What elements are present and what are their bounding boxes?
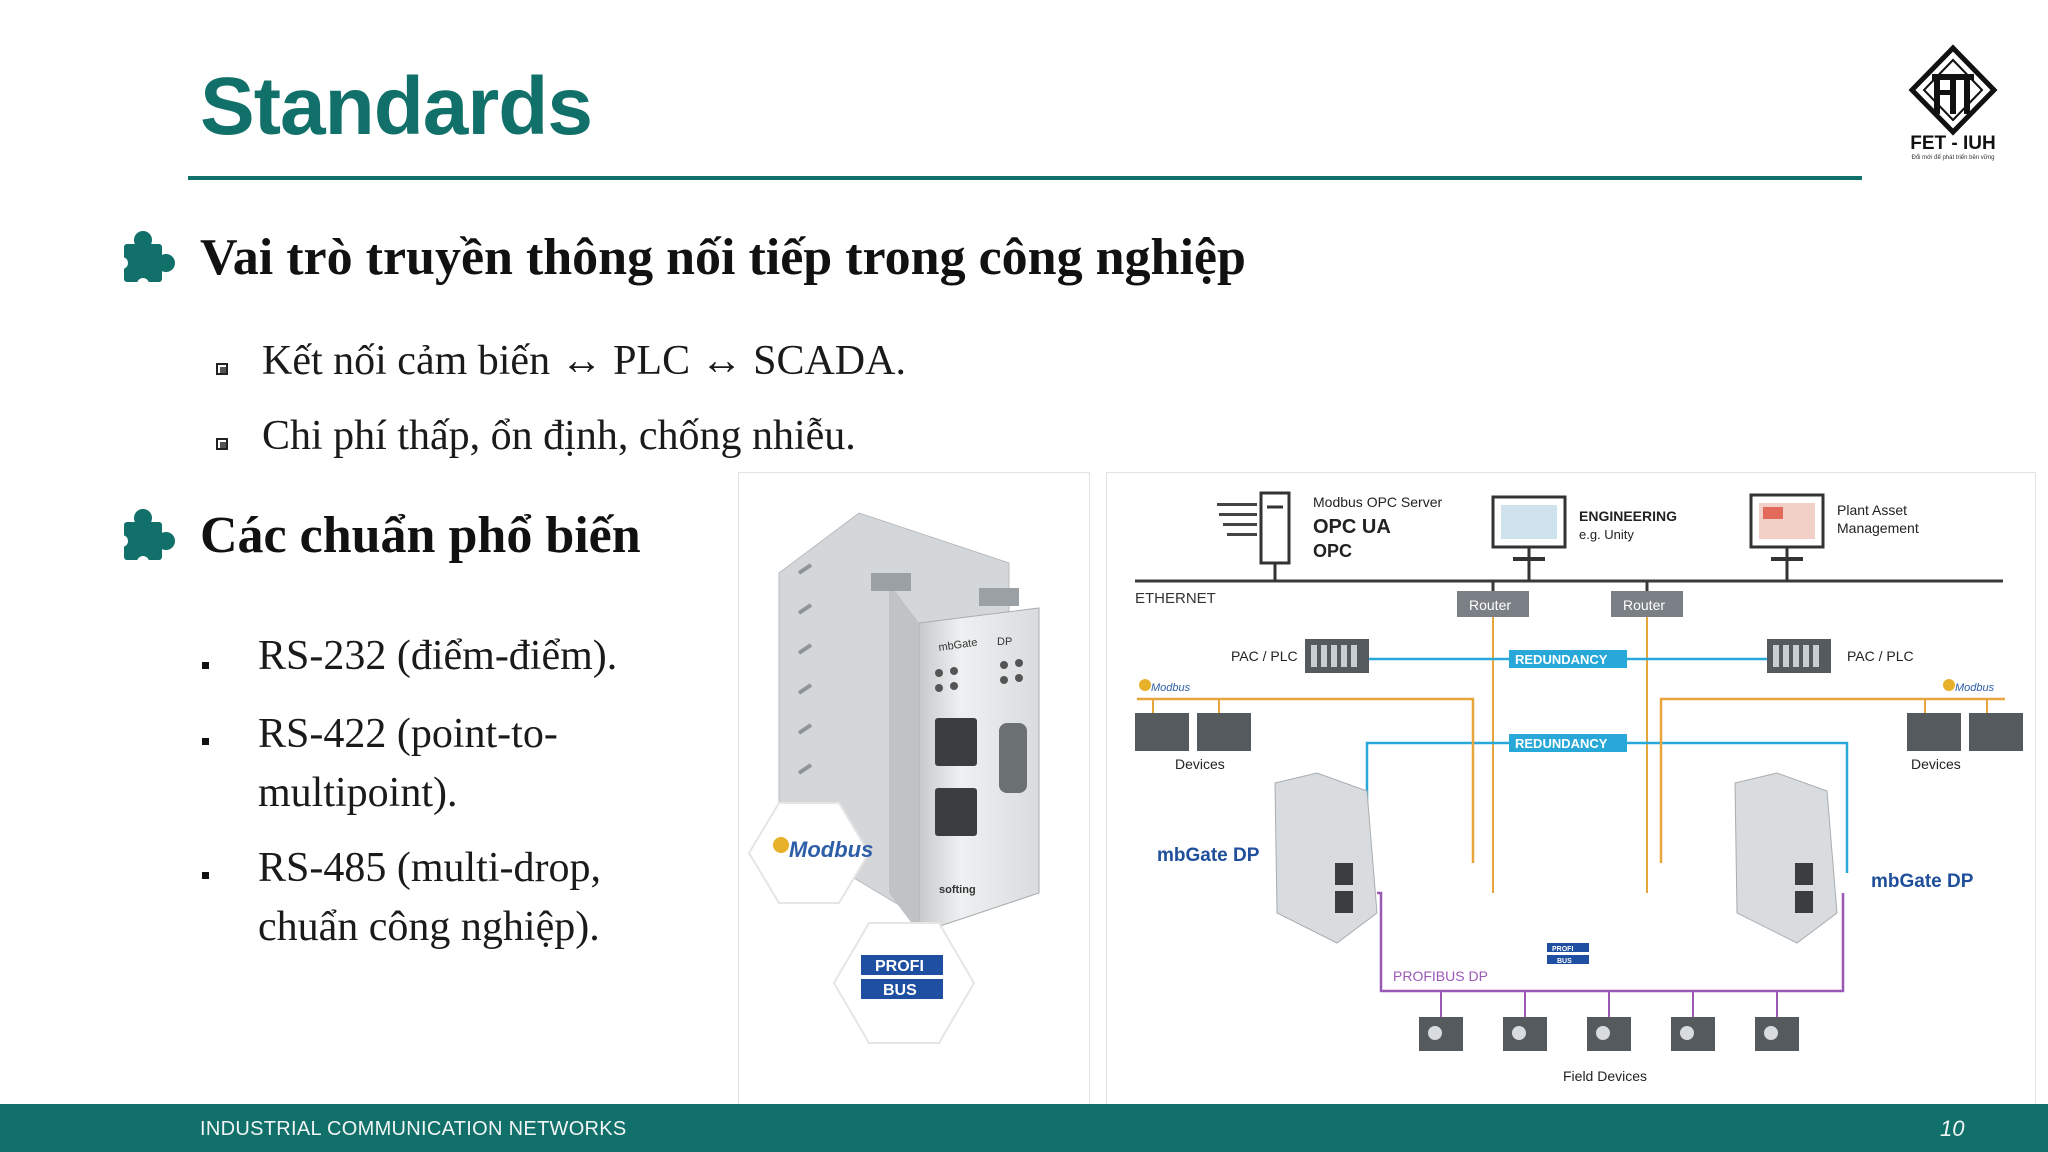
list-item-line: chuẩn công nghiệp). (258, 904, 600, 950)
modbus-label: Modbus (1151, 682, 1191, 694)
modbus-logo-text: Modbus (789, 837, 873, 862)
bullet-square-icon (216, 363, 228, 375)
bullet-square-icon (216, 438, 228, 450)
section-heading-1: Vai trò truyền thông nối tiếp trong công… (200, 229, 1246, 286)
device-brand: softing (939, 884, 976, 896)
page-number: 10 (1940, 1116, 1965, 1141)
server-sub: OPC (1313, 541, 1352, 561)
footer-course-title: INDUSTRIAL COMMUNICATION NETWORKS (200, 1118, 627, 1140)
redundancy-label: REDUNDANCY (1515, 652, 1608, 667)
router-label: Router (1623, 597, 1665, 613)
list-item: Kết nối cảm biến ↔ PLC ↔ SCADA. (262, 338, 906, 384)
server-sub: e.g. Unity (1579, 527, 1634, 542)
profibus-label: PROFIBUS DP (1393, 968, 1488, 984)
list-item: RS-422 (point-to- multipoint). (258, 705, 678, 823)
device-label: DP (997, 636, 1012, 648)
profibus-logo-text: BUS (1557, 958, 1572, 965)
gateway-device-icon (1734, 772, 1838, 944)
puzzle-piece-icon (116, 231, 175, 290)
puzzle-piece-icon (116, 509, 175, 568)
footer-bar: INDUSTRIAL COMMUNICATION NETWORKS 10 (0, 1104, 2048, 1152)
list-item-line: RS-422 (point-to- (258, 711, 558, 757)
asset-management-monitor-icon (1749, 493, 1825, 581)
field-devices-label: Field Devices (1563, 1068, 1647, 1084)
network-diagram: ETHERNET Modbus OPC Server OPC UA OPC EN… (1106, 472, 2036, 1106)
list-item: RS-485 (multi-drop, chuẩn công nghiệp). (258, 839, 678, 957)
logo-tagline: Đổi mới để phát triển bền vững (1911, 155, 1995, 161)
server-title: Plant Asset (1837, 502, 1907, 518)
bullet-dot-icon (202, 872, 209, 879)
gateway-label: mbGate DP (1871, 871, 1974, 892)
device-label: mbGate (938, 637, 978, 654)
server-sub: OPC UA (1313, 516, 1391, 538)
ethernet-label: ETHERNET (1135, 590, 1216, 607)
device-image: mbGate DP softing Modbus PROFI BUS (738, 472, 1090, 1106)
devices-label: Devices (1911, 756, 1961, 772)
logo-name: FET - IUH (1910, 133, 1996, 154)
server-title: Modbus OPC Server (1313, 494, 1442, 510)
router-label: Router (1469, 597, 1511, 613)
server-title: ENGINEERING (1579, 508, 1677, 524)
list-item-line: multipoint). (258, 770, 458, 816)
plc-label: PAC / PLC (1847, 648, 1914, 664)
section-heading-2: Các chuẩn phổ biến (200, 507, 641, 564)
devices-label: Devices (1175, 756, 1225, 772)
plc-label: PAC / PLC (1231, 648, 1298, 664)
gateway-device-icon (1274, 772, 1378, 944)
bullet-dot-icon (202, 738, 209, 745)
modbus-label: Modbus (1955, 682, 1995, 694)
profibus-logo-text: PROFI (1552, 946, 1573, 953)
list-item: Chi phí thấp, ổn định, chống nhiễu. (262, 413, 856, 459)
list-item: RS-232 (điểm-điểm). (258, 633, 618, 679)
profibus-logo-text: PROFI (875, 958, 924, 975)
engineering-monitor-icon (1491, 495, 1567, 581)
fet-iuh-logo-icon (1908, 44, 1998, 136)
redundancy-label: REDUNDANCY (1515, 736, 1608, 751)
slide-title: Standards (200, 61, 593, 152)
profibus-logo-text: BUS (883, 982, 917, 999)
opc-server-icon (1217, 491, 1291, 581)
list-item-line: RS-485 (multi-drop, (258, 845, 601, 891)
server-sub: Management (1837, 520, 1919, 536)
gateway-label: mbGate DP (1157, 845, 1260, 866)
bullet-dot-icon (202, 662, 209, 669)
title-divider (188, 176, 1862, 180)
